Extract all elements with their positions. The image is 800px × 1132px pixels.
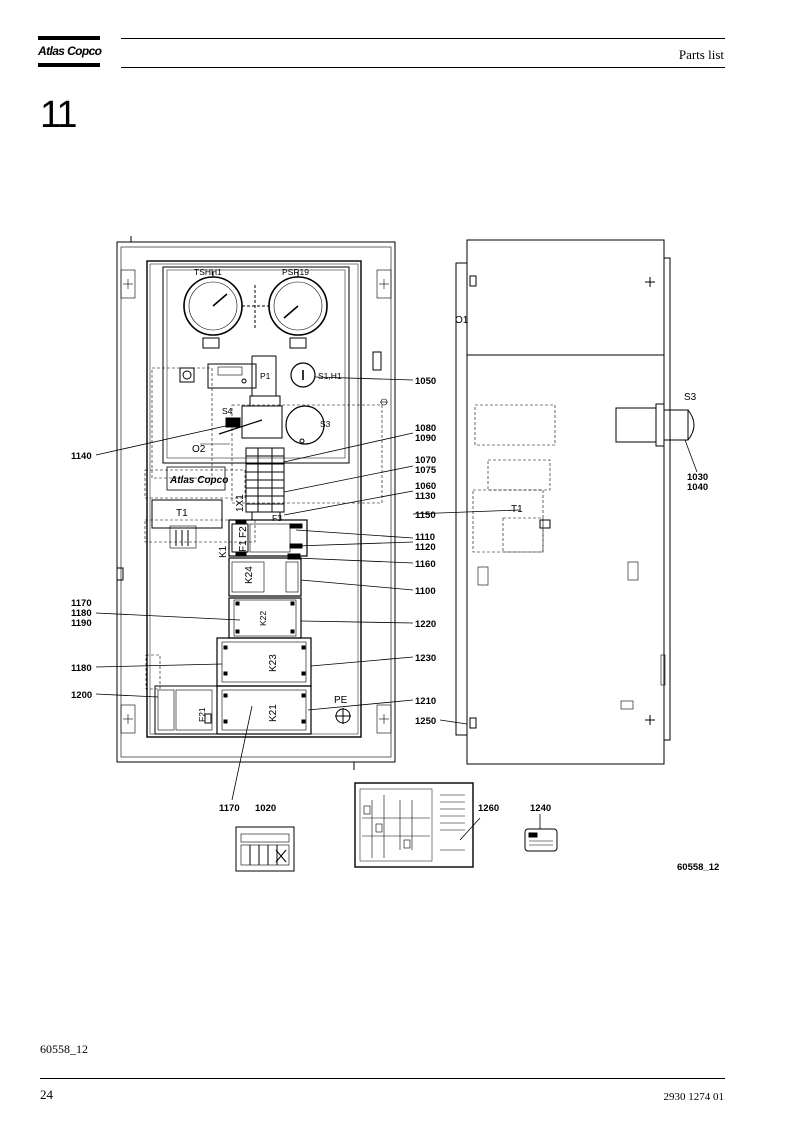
callout-1170-a: 1170 — [71, 598, 92, 609]
callout-1160: 1160 — [415, 559, 436, 570]
callout-1060: 1060 — [415, 481, 436, 492]
terminal-1x1-label: 1X1 — [235, 494, 246, 512]
callout-1230: 1230 — [415, 653, 436, 664]
callout-1110: 1110 — [415, 532, 435, 543]
o1-label: O1 — [455, 315, 469, 326]
section-number: 11 — [40, 94, 77, 136]
callout-1210: 1210 — [415, 696, 436, 707]
callout-1180-a: 1180 — [71, 608, 92, 619]
atlas-copco-logo: Atlas Copco — [38, 36, 102, 67]
callout-1075: 1075 — [415, 465, 437, 476]
contactor-k21 — [216, 685, 312, 735]
header-title: Parts list — [678, 47, 724, 62]
callout-1240: 1240 — [530, 803, 551, 814]
callout-1020: 1020 — [255, 803, 276, 814]
callout-1220: 1220 — [415, 619, 436, 630]
t1-front-label: T1 — [176, 508, 188, 519]
k23-label: K23 — [268, 654, 279, 672]
f3-label: F3 — [272, 513, 282, 523]
side-view-enclosure — [455, 239, 695, 765]
k22-label: K22 — [258, 611, 268, 626]
logo-text: Atlas Copco — [38, 44, 102, 58]
footer-drawing-ref: 60558_12 — [40, 1042, 88, 1056]
callout-1090: 1090 — [415, 433, 436, 444]
breaker-f21 — [154, 685, 218, 735]
f1-label: F1 — [238, 540, 249, 552]
callout-1150: 1150 — [415, 510, 436, 521]
footer-rule — [40, 1078, 725, 1079]
callout-1100: 1100 — [415, 586, 436, 597]
callout-1170-b: 1170 — [219, 803, 240, 814]
k24-label: K24 — [244, 566, 255, 584]
callout-1120: 1120 — [415, 542, 436, 553]
pe-label: PE — [334, 695, 348, 706]
page-number: 24 — [40, 1087, 53, 1102]
f21-label: F21 — [197, 707, 207, 722]
callout-1040: 1040 — [687, 482, 708, 493]
pe-earth-symbol — [335, 708, 351, 724]
s3-front-label: S3 — [320, 419, 331, 429]
callout-1030: 1030 — [687, 472, 708, 483]
contactor-k23 — [216, 637, 312, 687]
logo-bottom-bar — [38, 63, 100, 67]
gauge-right-label: PSR19 — [282, 267, 309, 277]
callout-1250: 1250 — [415, 716, 436, 727]
f2-label: F2 — [238, 526, 249, 538]
header-rule-bottom — [121, 67, 725, 68]
contactor-k24 — [228, 557, 302, 597]
callout-1260: 1260 — [478, 803, 499, 814]
transformer-t1-front — [151, 499, 223, 549]
callout-1080: 1080 — [415, 423, 436, 434]
k21-label: K21 — [268, 704, 279, 722]
k1-label: K1 — [218, 545, 229, 558]
fuse-block-f1-f2 — [228, 519, 308, 560]
door-brand-plate — [166, 466, 226, 491]
gauge-left-label: TSHH1 — [194, 267, 222, 277]
schematic-sheet-1260 — [354, 782, 474, 868]
leader-lines — [95, 376, 698, 841]
callout-1070: 1070 — [415, 455, 436, 466]
dashed-outlines — [144, 367, 383, 690]
callout-1200: 1200 — [71, 690, 92, 701]
door-panel — [162, 266, 350, 464]
header-rule-top — [121, 38, 725, 39]
callout-1190: 1190 — [71, 618, 92, 629]
o2-label: O2 — [192, 444, 206, 455]
logo-top-bar — [38, 36, 100, 40]
drawing-reference: 60558_12 — [677, 862, 719, 873]
label-plate-1020 — [235, 826, 295, 872]
s3-side-label: S3 — [684, 392, 697, 403]
identification-plate-1240 — [524, 828, 558, 852]
terminal-strip-1x1 — [245, 447, 285, 521]
callout-1180-b: 1180 — [71, 663, 92, 674]
front-mount-markers — [120, 269, 392, 734]
callout-1050: 1050 — [415, 376, 436, 387]
p1-label: P1 — [260, 371, 271, 381]
s1-h1-label: S1,H1 — [318, 371, 342, 381]
t1-side-label: T1 — [511, 504, 523, 515]
callout-1140: 1140 — [71, 451, 92, 462]
callout-1130: 1130 — [415, 491, 436, 502]
s4-label: S4 — [222, 406, 233, 416]
document-number: 2930 1274 01 — [663, 1091, 725, 1103]
door-logo-label: Atlas Copco — [169, 475, 228, 486]
